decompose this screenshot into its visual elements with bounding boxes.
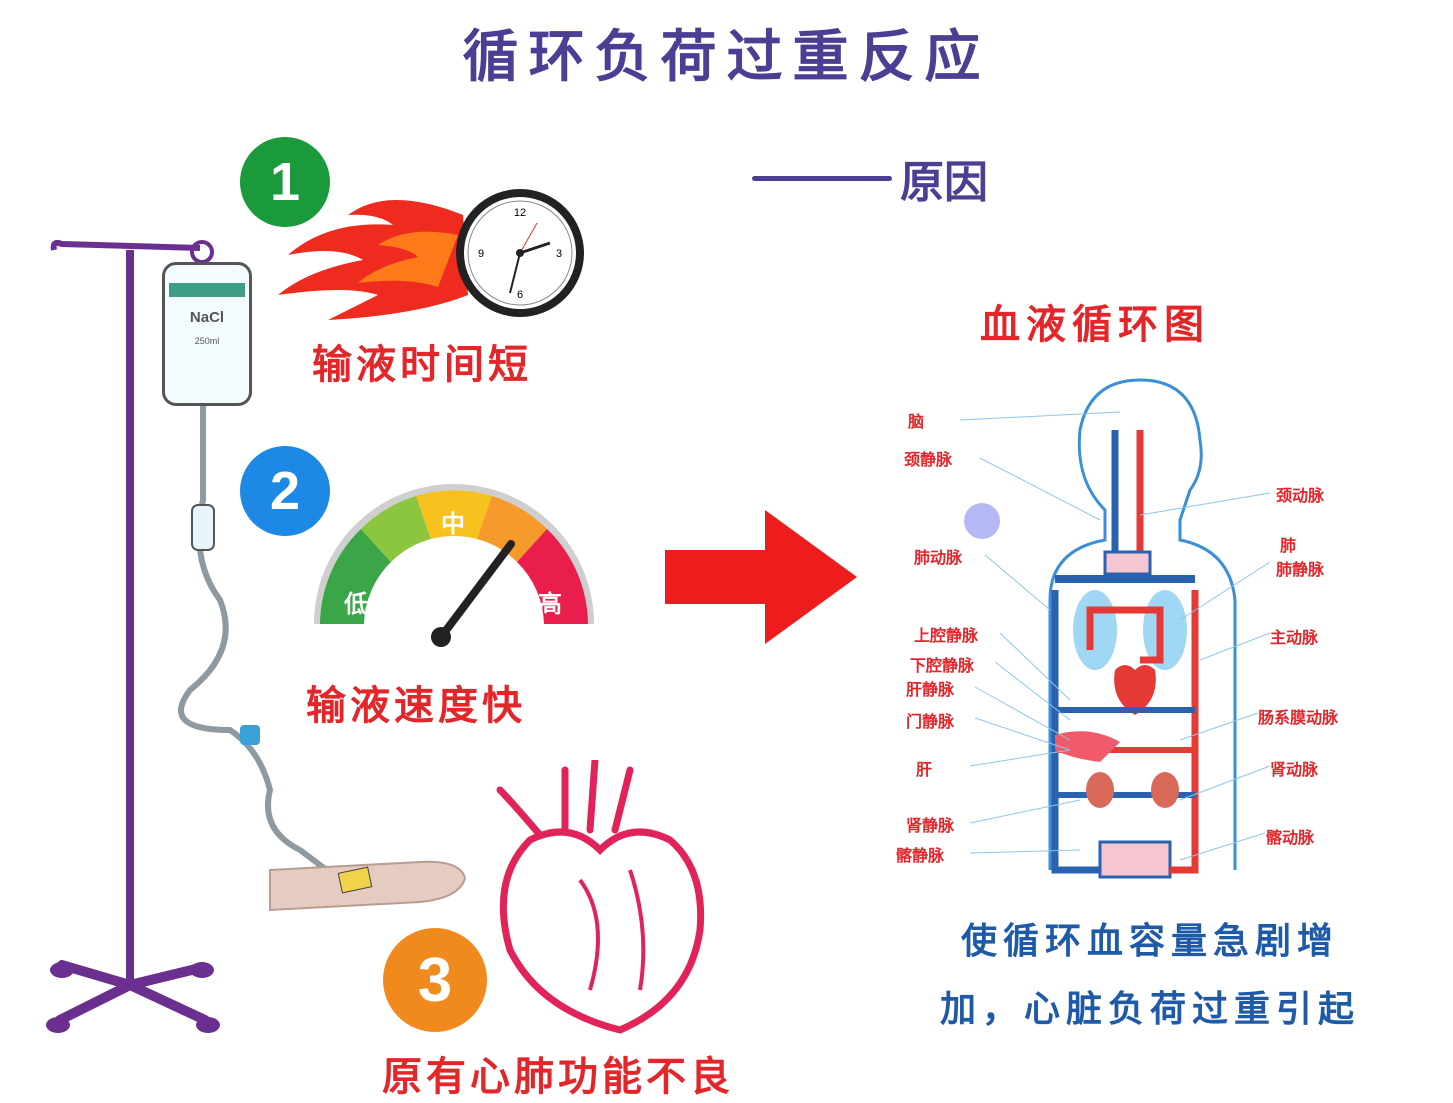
gauge-mid-label: 中 — [441, 510, 465, 538]
subtitle-dash — [752, 175, 892, 181]
gauge-icon — [314, 484, 594, 647]
svg-text:9: 9 — [478, 248, 484, 260]
body-circulation-icon — [1048, 378, 1237, 879]
iv-bag-icon: NaCl 250ml — [162, 262, 252, 406]
clock-icon: 12 3 6 9 — [456, 189, 584, 317]
iv-bag-cap — [169, 283, 245, 297]
iv-pole — [126, 250, 134, 985]
conclusion-line-1: 使循环血容量急剧增 — [960, 921, 1339, 962]
gauge-high-label: 高 — [538, 590, 562, 618]
label-carotid-artery: 颈动脉 — [1276, 486, 1325, 505]
cause-3-label: 原有心肺功能不良 — [382, 1054, 734, 1100]
label-pulmonary-artery: 肺动脉 — [914, 548, 963, 567]
label-hepatic-vein: 肝静脉 — [906, 680, 955, 699]
label-iliac-vein: 髂静脉 — [896, 846, 945, 865]
label-renal-artery: 肾动脉 — [1270, 760, 1319, 779]
subtitle: 原因 — [752, 146, 988, 210]
iv-tube — [178, 400, 342, 883]
heart-icon — [496, 760, 705, 1034]
iv-stand-icon — [46, 239, 467, 1033]
label-pulmonary-vein: 肺静脉 — [1276, 560, 1325, 579]
iv-bag-volume: 250ml — [194, 336, 220, 346]
subtitle-text: 原因 — [900, 157, 988, 208]
arrow-right-icon — [665, 510, 857, 644]
label-leader-lines — [959, 411, 1271, 861]
svg-text:6: 6 — [517, 289, 523, 301]
iv-tape — [337, 866, 373, 894]
conclusion-line-2: 加，心脏负荷过重引起 — [939, 989, 1360, 1030]
cause-1-badge: 1 — [240, 137, 330, 227]
label-superior-vena-cava: 上腔静脉 — [914, 626, 979, 645]
pointer-dot — [964, 503, 1000, 539]
label-portal-vein: 门静脉 — [906, 712, 955, 731]
iv-hook-bar — [50, 239, 201, 251]
iv-base — [55, 960, 210, 1025]
roller-clamp — [240, 725, 260, 745]
iv-bag-name: NaCl — [189, 309, 225, 326]
cause-3-badge: 3 — [383, 928, 487, 1032]
cause-2-label: 输液速度快 — [306, 683, 526, 729]
drip-chamber — [191, 504, 215, 551]
page-title: 循环负荷过重反应 — [462, 25, 991, 90]
diagram-title: 血液循环图 — [980, 302, 1210, 348]
label-renal-vein: 肾静脉 — [906, 816, 955, 835]
cause-1-label: 输液时间短 — [312, 342, 532, 388]
label-brain: 脑 — [908, 412, 925, 431]
label-lung: 肺 — [1280, 536, 1297, 555]
svg-text:12: 12 — [514, 207, 526, 219]
svg-text:3: 3 — [556, 248, 562, 260]
flame-icon — [278, 200, 468, 320]
gauge-low-label: 低 — [344, 590, 368, 618]
label-inferior-vena-cava: 下腔静脉 — [910, 656, 975, 675]
cause-2-badge: 2 — [240, 446, 330, 536]
label-aorta: 主动脉 — [1270, 628, 1319, 647]
label-liver: 肝 — [916, 760, 933, 779]
label-jugular-vein: 颈静脉 — [904, 450, 953, 469]
label-iliac-artery: 髂动脉 — [1266, 828, 1315, 847]
label-mesenteric-artery: 肠系膜动脉 — [1258, 708, 1339, 727]
